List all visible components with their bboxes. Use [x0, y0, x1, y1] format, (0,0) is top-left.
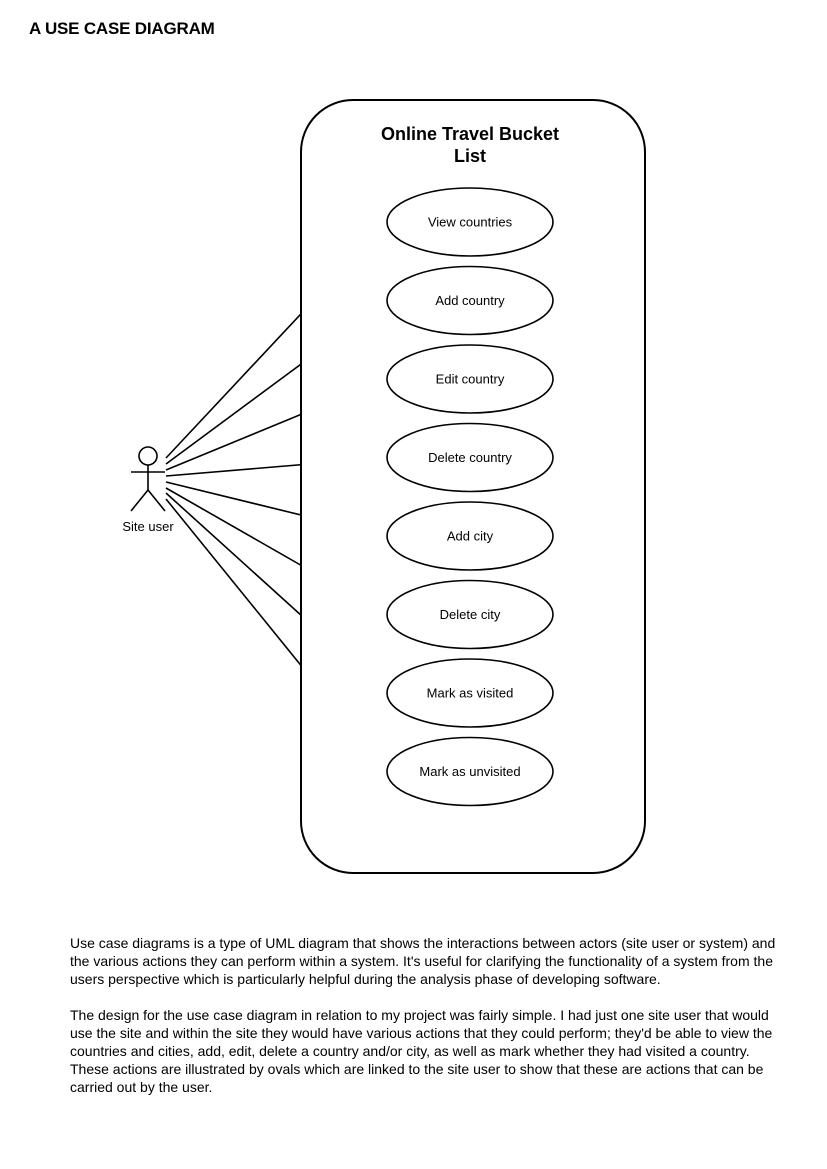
actor-label: Site user	[122, 519, 174, 534]
use-case-label-edit-country: Edit country	[436, 372, 505, 387]
use-case-delete-city	[386, 579, 554, 650]
actor-left-leg	[130, 489, 149, 512]
use-case-label-delete-country: Delete country	[428, 450, 512, 465]
actor-figure	[130, 446, 166, 512]
use-case-view-countries	[386, 187, 554, 257]
use-case-label-add-city: Add city	[447, 529, 494, 544]
use-case-label-delete-city: Delete city	[440, 607, 501, 622]
actor-head	[138, 446, 158, 466]
use-case-add-city	[386, 501, 554, 571]
system-title-line-2: List	[454, 146, 486, 166]
page-heading: A USE CASE DIAGRAM	[29, 19, 215, 38]
use-case-label-add-country: Add country	[435, 293, 505, 308]
use-case-label-mark-as-unvisited: Mark as unvisited	[419, 764, 520, 779]
use-case-add-country	[386, 265, 554, 336]
use-case-diagram: Online Travel Bucket List View countries…	[122, 99, 646, 874]
use-case-edit-country	[386, 344, 554, 414]
system-title-line-1: Online Travel Bucket	[381, 124, 559, 144]
use-case-mark-as-unvisited	[386, 736, 554, 807]
use-case-label-mark-as-visited: Mark as visited	[427, 686, 514, 701]
use-case-delete-country	[386, 422, 554, 493]
actor-right-leg	[147, 489, 166, 512]
use-case-mark-as-visited	[386, 658, 554, 728]
description: Use case diagrams is a type of UML diagr…	[70, 934, 792, 1114]
description-paragraph-2: The design for the use case diagram in r…	[70, 1007, 773, 1095]
use-case-label-view-countries: View countries	[428, 215, 513, 230]
description-paragraph-1: Use case diagrams is a type of UML diagr…	[70, 935, 776, 987]
